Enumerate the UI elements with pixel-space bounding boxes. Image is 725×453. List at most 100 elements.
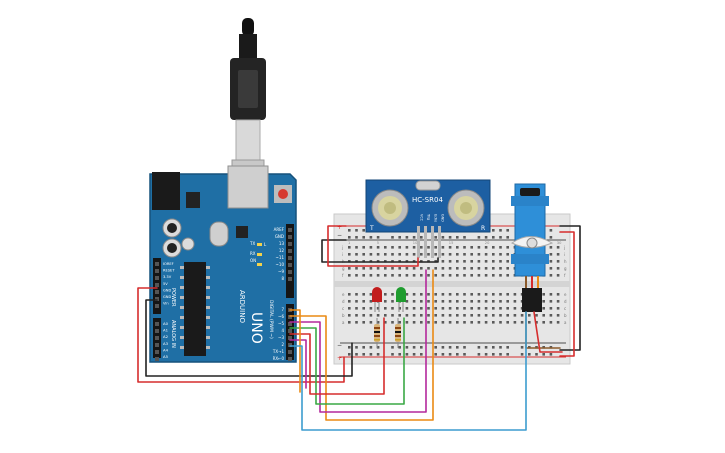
terminal-hole[interactable] <box>384 274 387 277</box>
header-pin[interactable] <box>155 357 159 361</box>
header-pin[interactable] <box>288 242 292 246</box>
rail-hole[interactable] <box>412 236 416 239</box>
terminal-hole[interactable] <box>499 314 502 317</box>
terminal-hole[interactable] <box>448 274 452 277</box>
terminal-hole[interactable] <box>470 300 473 303</box>
terminal-hole[interactable] <box>448 260 452 263</box>
terminal-hole[interactable] <box>456 300 459 303</box>
terminal-hole[interactable] <box>463 274 466 277</box>
rail-hole[interactable] <box>362 353 365 356</box>
rail-hole[interactable] <box>362 236 365 239</box>
terminal-hole[interactable] <box>355 321 358 324</box>
rail-hole[interactable] <box>405 353 409 356</box>
terminal-hole[interactable] <box>506 274 509 277</box>
terminal-hole[interactable] <box>355 253 358 256</box>
terminal-hole[interactable] <box>484 321 488 324</box>
rail-hole[interactable] <box>499 236 502 239</box>
terminal-hole[interactable] <box>499 293 502 296</box>
terminal-hole[interactable] <box>355 246 358 249</box>
terminal-hole[interactable] <box>427 314 430 317</box>
rail-hole[interactable] <box>477 353 481 356</box>
rail-hole[interactable] <box>448 346 452 349</box>
terminal-hole[interactable] <box>448 253 452 256</box>
terminal-hole[interactable] <box>556 274 560 277</box>
terminal-hole[interactable] <box>427 274 430 277</box>
header-pin[interactable] <box>288 249 292 253</box>
terminal-hole[interactable] <box>470 267 473 270</box>
terminal-hole[interactable] <box>412 267 416 270</box>
terminal-hole[interactable] <box>434 321 437 324</box>
terminal-hole[interactable] <box>434 307 437 310</box>
terminal-hole[interactable] <box>405 307 409 310</box>
terminal-hole[interactable] <box>369 307 373 310</box>
terminal-hole[interactable] <box>549 260 553 263</box>
rail-hole[interactable] <box>369 236 373 239</box>
terminal-hole[interactable] <box>556 267 560 270</box>
rail-hole[interactable] <box>376 236 380 239</box>
rail-hole[interactable] <box>499 229 502 232</box>
rail-hole[interactable] <box>405 346 409 349</box>
terminal-hole[interactable] <box>362 314 365 317</box>
rail-hole[interactable] <box>420 236 423 239</box>
terminal-hole[interactable] <box>470 246 473 249</box>
terminal-hole[interactable] <box>484 267 488 270</box>
terminal-hole[interactable] <box>348 246 351 249</box>
terminal-hole[interactable] <box>369 314 373 317</box>
terminal-hole[interactable] <box>384 307 387 310</box>
terminal-hole[interactable] <box>405 274 409 277</box>
terminal-hole[interactable] <box>441 260 445 263</box>
terminal-hole[interactable] <box>441 300 445 303</box>
rail-hole[interactable] <box>434 236 437 239</box>
terminal-hole[interactable] <box>391 253 394 256</box>
terminal-hole[interactable] <box>492 253 495 256</box>
terminal-hole[interactable] <box>355 314 358 317</box>
rail-hole[interactable] <box>492 236 495 239</box>
terminal-hole[interactable] <box>391 314 394 317</box>
terminal-hole[interactable] <box>434 293 437 296</box>
terminal-hole[interactable] <box>355 307 358 310</box>
terminal-hole[interactable] <box>549 314 553 317</box>
terminal-hole[interactable] <box>412 274 416 277</box>
terminal-hole[interactable] <box>434 253 437 256</box>
terminal-hole[interactable] <box>434 267 437 270</box>
terminal-hole[interactable] <box>348 253 351 256</box>
header-pin[interactable] <box>288 235 292 239</box>
terminal-hole[interactable] <box>427 267 430 270</box>
terminal-hole[interactable] <box>412 253 416 256</box>
terminal-hole[interactable] <box>384 253 387 256</box>
terminal-hole[interactable] <box>477 260 481 263</box>
header-pin[interactable] <box>288 350 292 354</box>
terminal-hole[interactable] <box>427 321 430 324</box>
terminal-hole[interactable] <box>398 274 401 277</box>
terminal-hole[interactable] <box>463 321 466 324</box>
rail-hole[interactable] <box>355 346 358 349</box>
terminal-hole[interactable] <box>355 300 358 303</box>
terminal-hole[interactable] <box>412 307 416 310</box>
rail-hole[interactable] <box>499 346 502 349</box>
terminal-hole[interactable] <box>499 253 502 256</box>
rail-hole[interactable] <box>463 236 466 239</box>
terminal-hole[interactable] <box>506 307 509 310</box>
terminal-hole[interactable] <box>470 274 473 277</box>
rail-hole[interactable] <box>391 236 394 239</box>
header-pin[interactable] <box>288 277 292 281</box>
rail-hole[interactable] <box>463 353 466 356</box>
terminal-hole[interactable] <box>513 293 517 296</box>
rail-hole[interactable] <box>448 236 452 239</box>
terminal-hole[interactable] <box>506 253 509 256</box>
terminal-hole[interactable] <box>484 293 488 296</box>
terminal-hole[interactable] <box>441 307 445 310</box>
rail-hole[interactable] <box>456 353 459 356</box>
terminal-hole[interactable] <box>470 314 473 317</box>
rail-hole[interactable] <box>492 353 495 356</box>
rail-hole[interactable] <box>398 353 401 356</box>
terminal-hole[interactable] <box>384 267 387 270</box>
terminal-hole[interactable] <box>477 293 481 296</box>
terminal-hole[interactable] <box>528 314 531 317</box>
rail-hole[interactable] <box>477 346 481 349</box>
terminal-hole[interactable] <box>506 300 509 303</box>
terminal-hole[interactable] <box>477 321 481 324</box>
header-pin[interactable] <box>155 283 159 287</box>
terminal-hole[interactable] <box>391 321 394 324</box>
header-pin[interactable] <box>155 304 159 308</box>
